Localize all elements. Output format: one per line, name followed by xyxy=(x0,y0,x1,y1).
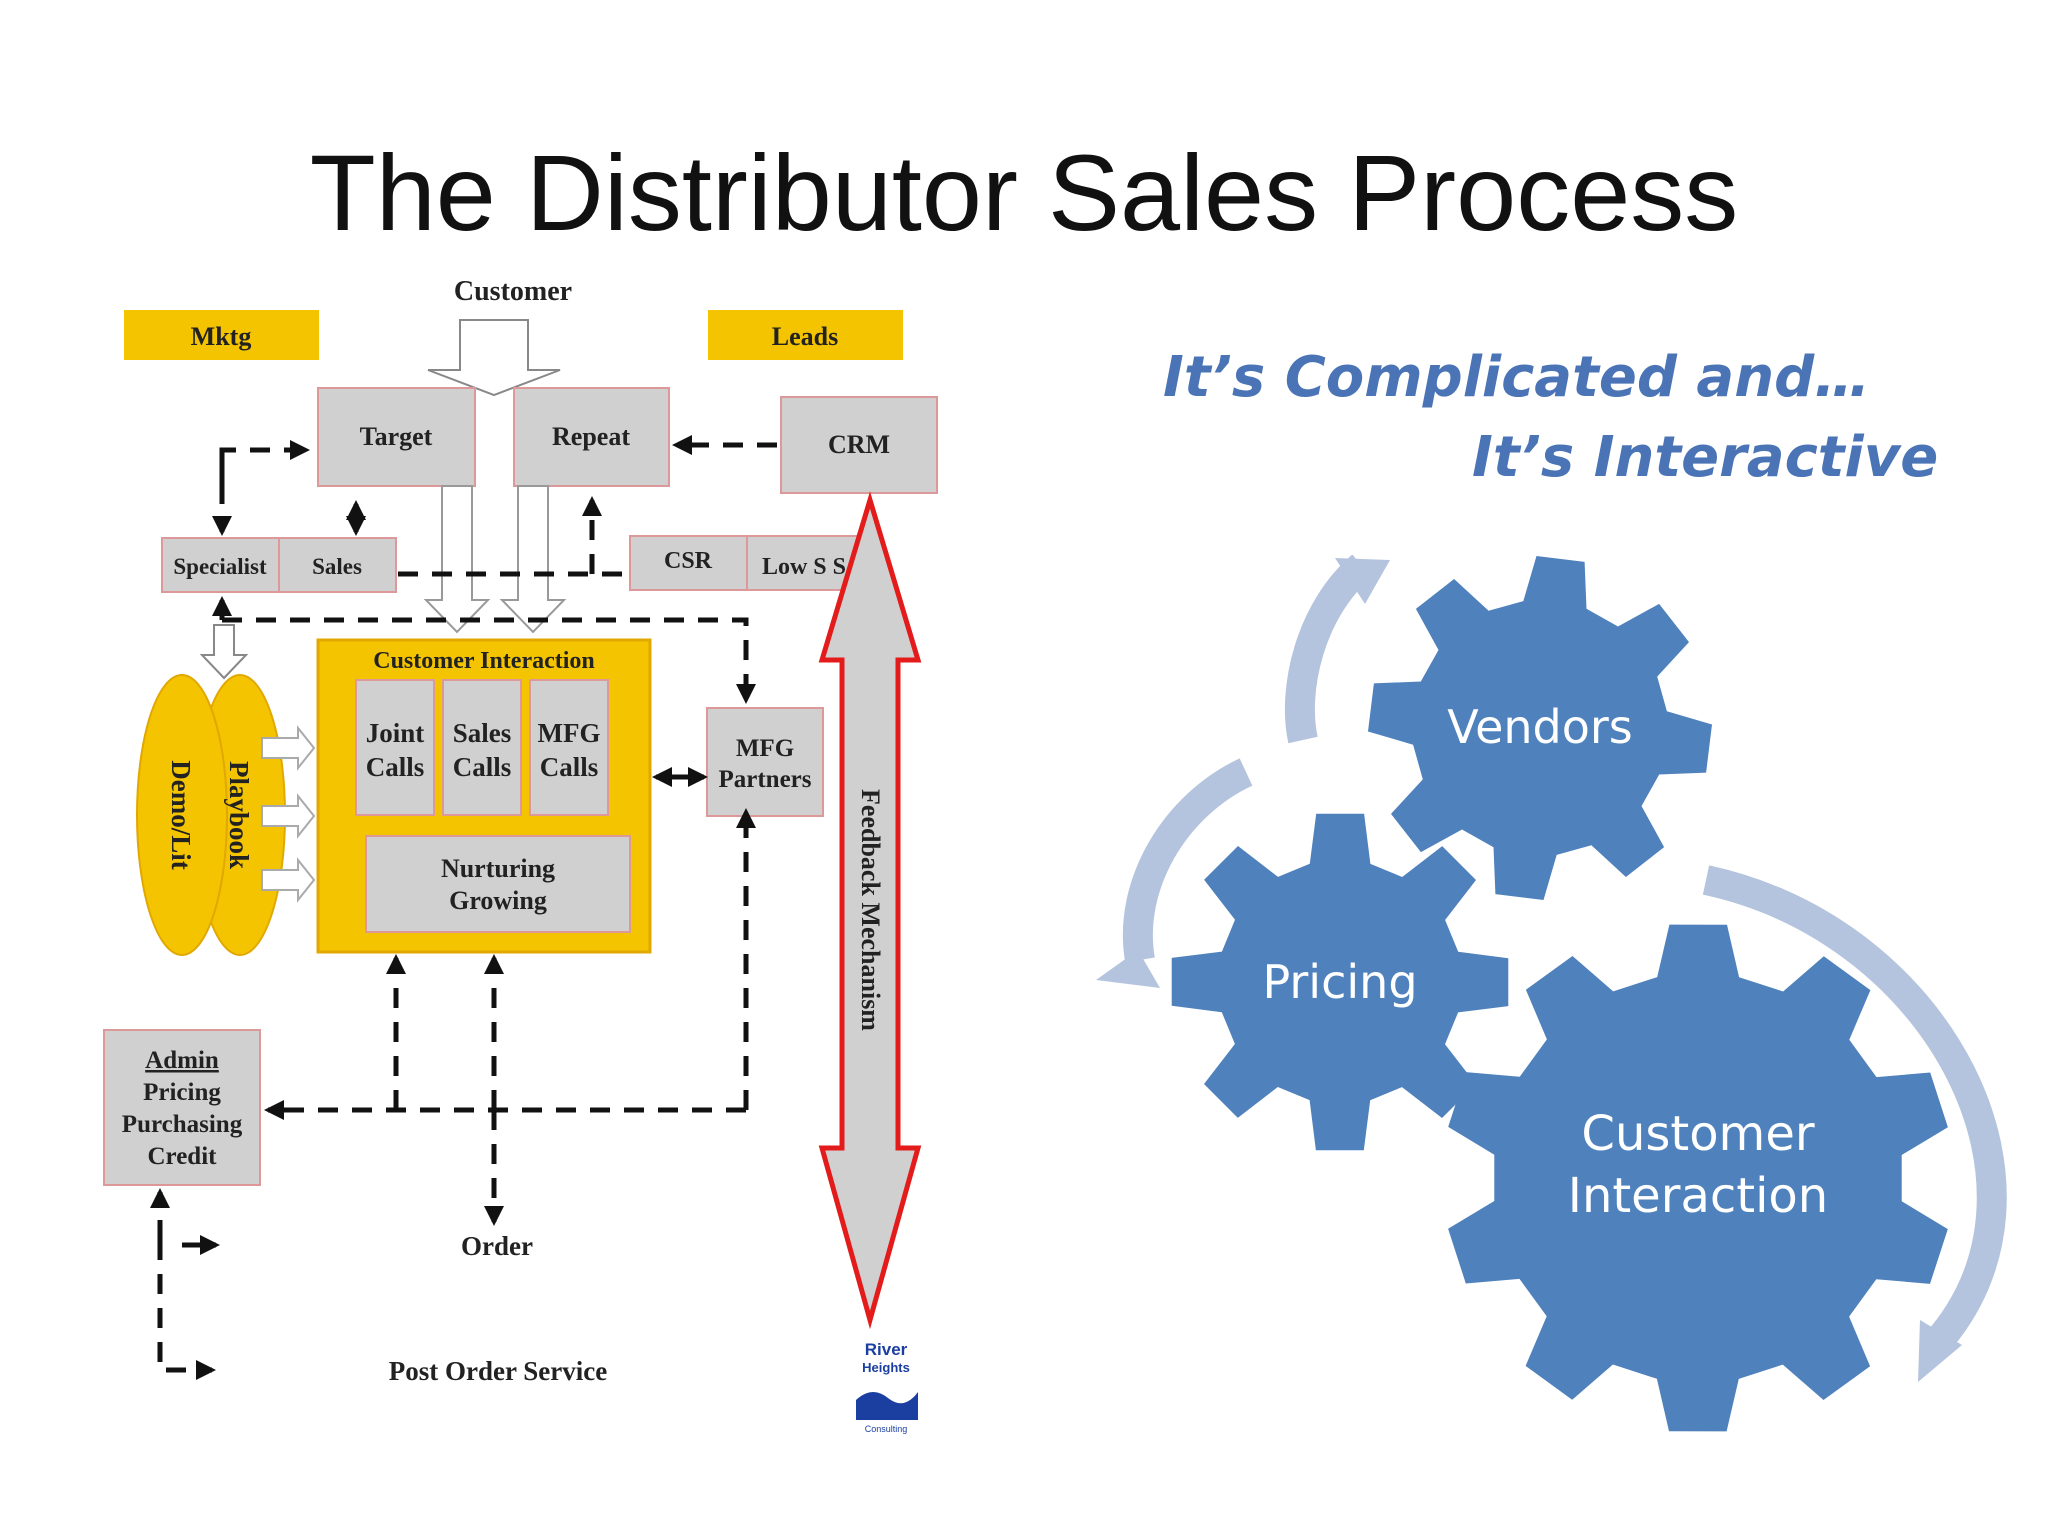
admin-line-2: Pricing xyxy=(143,1079,221,1106)
target-box xyxy=(317,387,476,487)
admin-line-3: Purchasing xyxy=(122,1111,243,1138)
crm-label: CRM xyxy=(828,430,890,459)
mfg-calls-line-1: MFG xyxy=(538,718,601,748)
mfg-calls-box xyxy=(529,679,609,816)
nurturing-line-1: Nurturing xyxy=(441,854,555,883)
logo-text-3: Consulting xyxy=(865,1424,908,1434)
mktg-box xyxy=(124,310,319,360)
demo-lit-ellipse xyxy=(136,674,228,956)
pricing-label: Pricing xyxy=(1262,955,1417,1009)
csr-label: CSR xyxy=(664,548,713,574)
sales-calls-line-2: Calls xyxy=(453,752,512,782)
post-order-label: Post Order Service xyxy=(389,1356,607,1386)
subtitle-line-2: It’s Interactive xyxy=(1472,425,1939,490)
repeat-label: Repeat xyxy=(552,422,630,451)
customer-interaction-gear xyxy=(1448,924,1948,1432)
customer-arrow xyxy=(427,319,561,397)
specialist-target-connector xyxy=(219,440,310,490)
feedback-label: Feedback Mechanism xyxy=(856,789,885,1031)
playbook-arrow-1 xyxy=(261,725,316,771)
mfg-calls-line-2: Calls xyxy=(540,752,599,782)
playbook-arrow-3 xyxy=(261,857,316,903)
logo-wave xyxy=(856,1391,918,1420)
sales-label: Sales xyxy=(312,554,362,579)
admin-line-4: Credit xyxy=(148,1143,218,1170)
playbook-arrow-2 xyxy=(261,793,316,839)
target-flow-arrow xyxy=(423,485,491,634)
playbook-label: Playbook xyxy=(224,761,254,869)
specialist-box xyxy=(161,537,280,593)
sales-box xyxy=(278,537,397,593)
sales-calls-line-1: Sales xyxy=(453,718,512,748)
arrow-head-interaction-right xyxy=(1918,1320,1962,1382)
leads-box xyxy=(708,310,903,360)
repeat-box xyxy=(513,387,670,487)
arrow-vendors-top xyxy=(1284,554,1373,744)
demo-lit-label: Demo/Lit xyxy=(166,760,196,869)
vendors-gear xyxy=(1368,556,1712,900)
sales-flowchart: Mktg Leads Customer Target Repeat CRM Sp… xyxy=(103,276,938,1434)
nurturing-line-2: Growing xyxy=(449,886,547,915)
target-label: Target xyxy=(360,422,433,451)
nurturing-box xyxy=(365,835,631,933)
arrow-head-vendors-top xyxy=(1335,558,1390,604)
customer-interaction-label-2: Interaction xyxy=(1568,1168,1828,1224)
mktg-label: Mktg xyxy=(191,322,252,351)
arrow-interaction-right xyxy=(1702,865,2007,1356)
dashed-connectors xyxy=(150,435,777,1380)
logo-text-1: River xyxy=(865,1340,908,1359)
post-order-connector xyxy=(157,1240,216,1380)
customer-interaction-title: Customer Interaction xyxy=(373,648,595,674)
low-ss-label: Low S S xyxy=(762,554,846,580)
customer-interaction-label-1: Customer xyxy=(1581,1106,1814,1162)
logo-text-2: Heights xyxy=(862,1360,910,1375)
feedback-arrow xyxy=(818,491,922,1330)
low-ss-box xyxy=(746,535,863,591)
sales-calls-box xyxy=(442,679,522,816)
order-label: Order xyxy=(461,1231,533,1261)
slide-title: The Distributor Sales Process xyxy=(309,132,1739,253)
admin-line-1: Admin xyxy=(145,1047,219,1074)
pricing-gear xyxy=(1171,813,1509,1151)
customer-label: Customer xyxy=(454,276,572,307)
mfg-partners-line-1: MFG xyxy=(736,735,794,762)
arrow-pricing-left xyxy=(1122,758,1253,963)
river-heights-logo: River Heights Consulting xyxy=(856,1340,918,1434)
vendors-label: Vendors xyxy=(1447,700,1633,754)
csr-box xyxy=(629,535,748,591)
specialist-playbook-arrow xyxy=(199,624,249,680)
subtitle-line-1: It’s Complicated and… xyxy=(1163,345,1871,410)
joint-calls-box xyxy=(355,679,435,816)
leads-label: Leads xyxy=(772,322,838,351)
arrow-head-pricing-left xyxy=(1096,950,1160,988)
joint-calls-line-2: Calls xyxy=(366,752,425,782)
loop-to-mfg-connector xyxy=(222,617,756,704)
specialist-label: Specialist xyxy=(173,554,267,579)
crm-box xyxy=(780,396,938,494)
admin-box xyxy=(103,1029,261,1186)
gears-diagram: Vendors Pricing Customer Interaction xyxy=(1096,554,2007,1432)
joint-calls-line-1: Joint xyxy=(366,718,425,748)
repeat-flow-arrow xyxy=(499,485,567,634)
mfg-partners-line-2: Partners xyxy=(718,766,811,793)
mfg-partners-box xyxy=(706,707,824,817)
